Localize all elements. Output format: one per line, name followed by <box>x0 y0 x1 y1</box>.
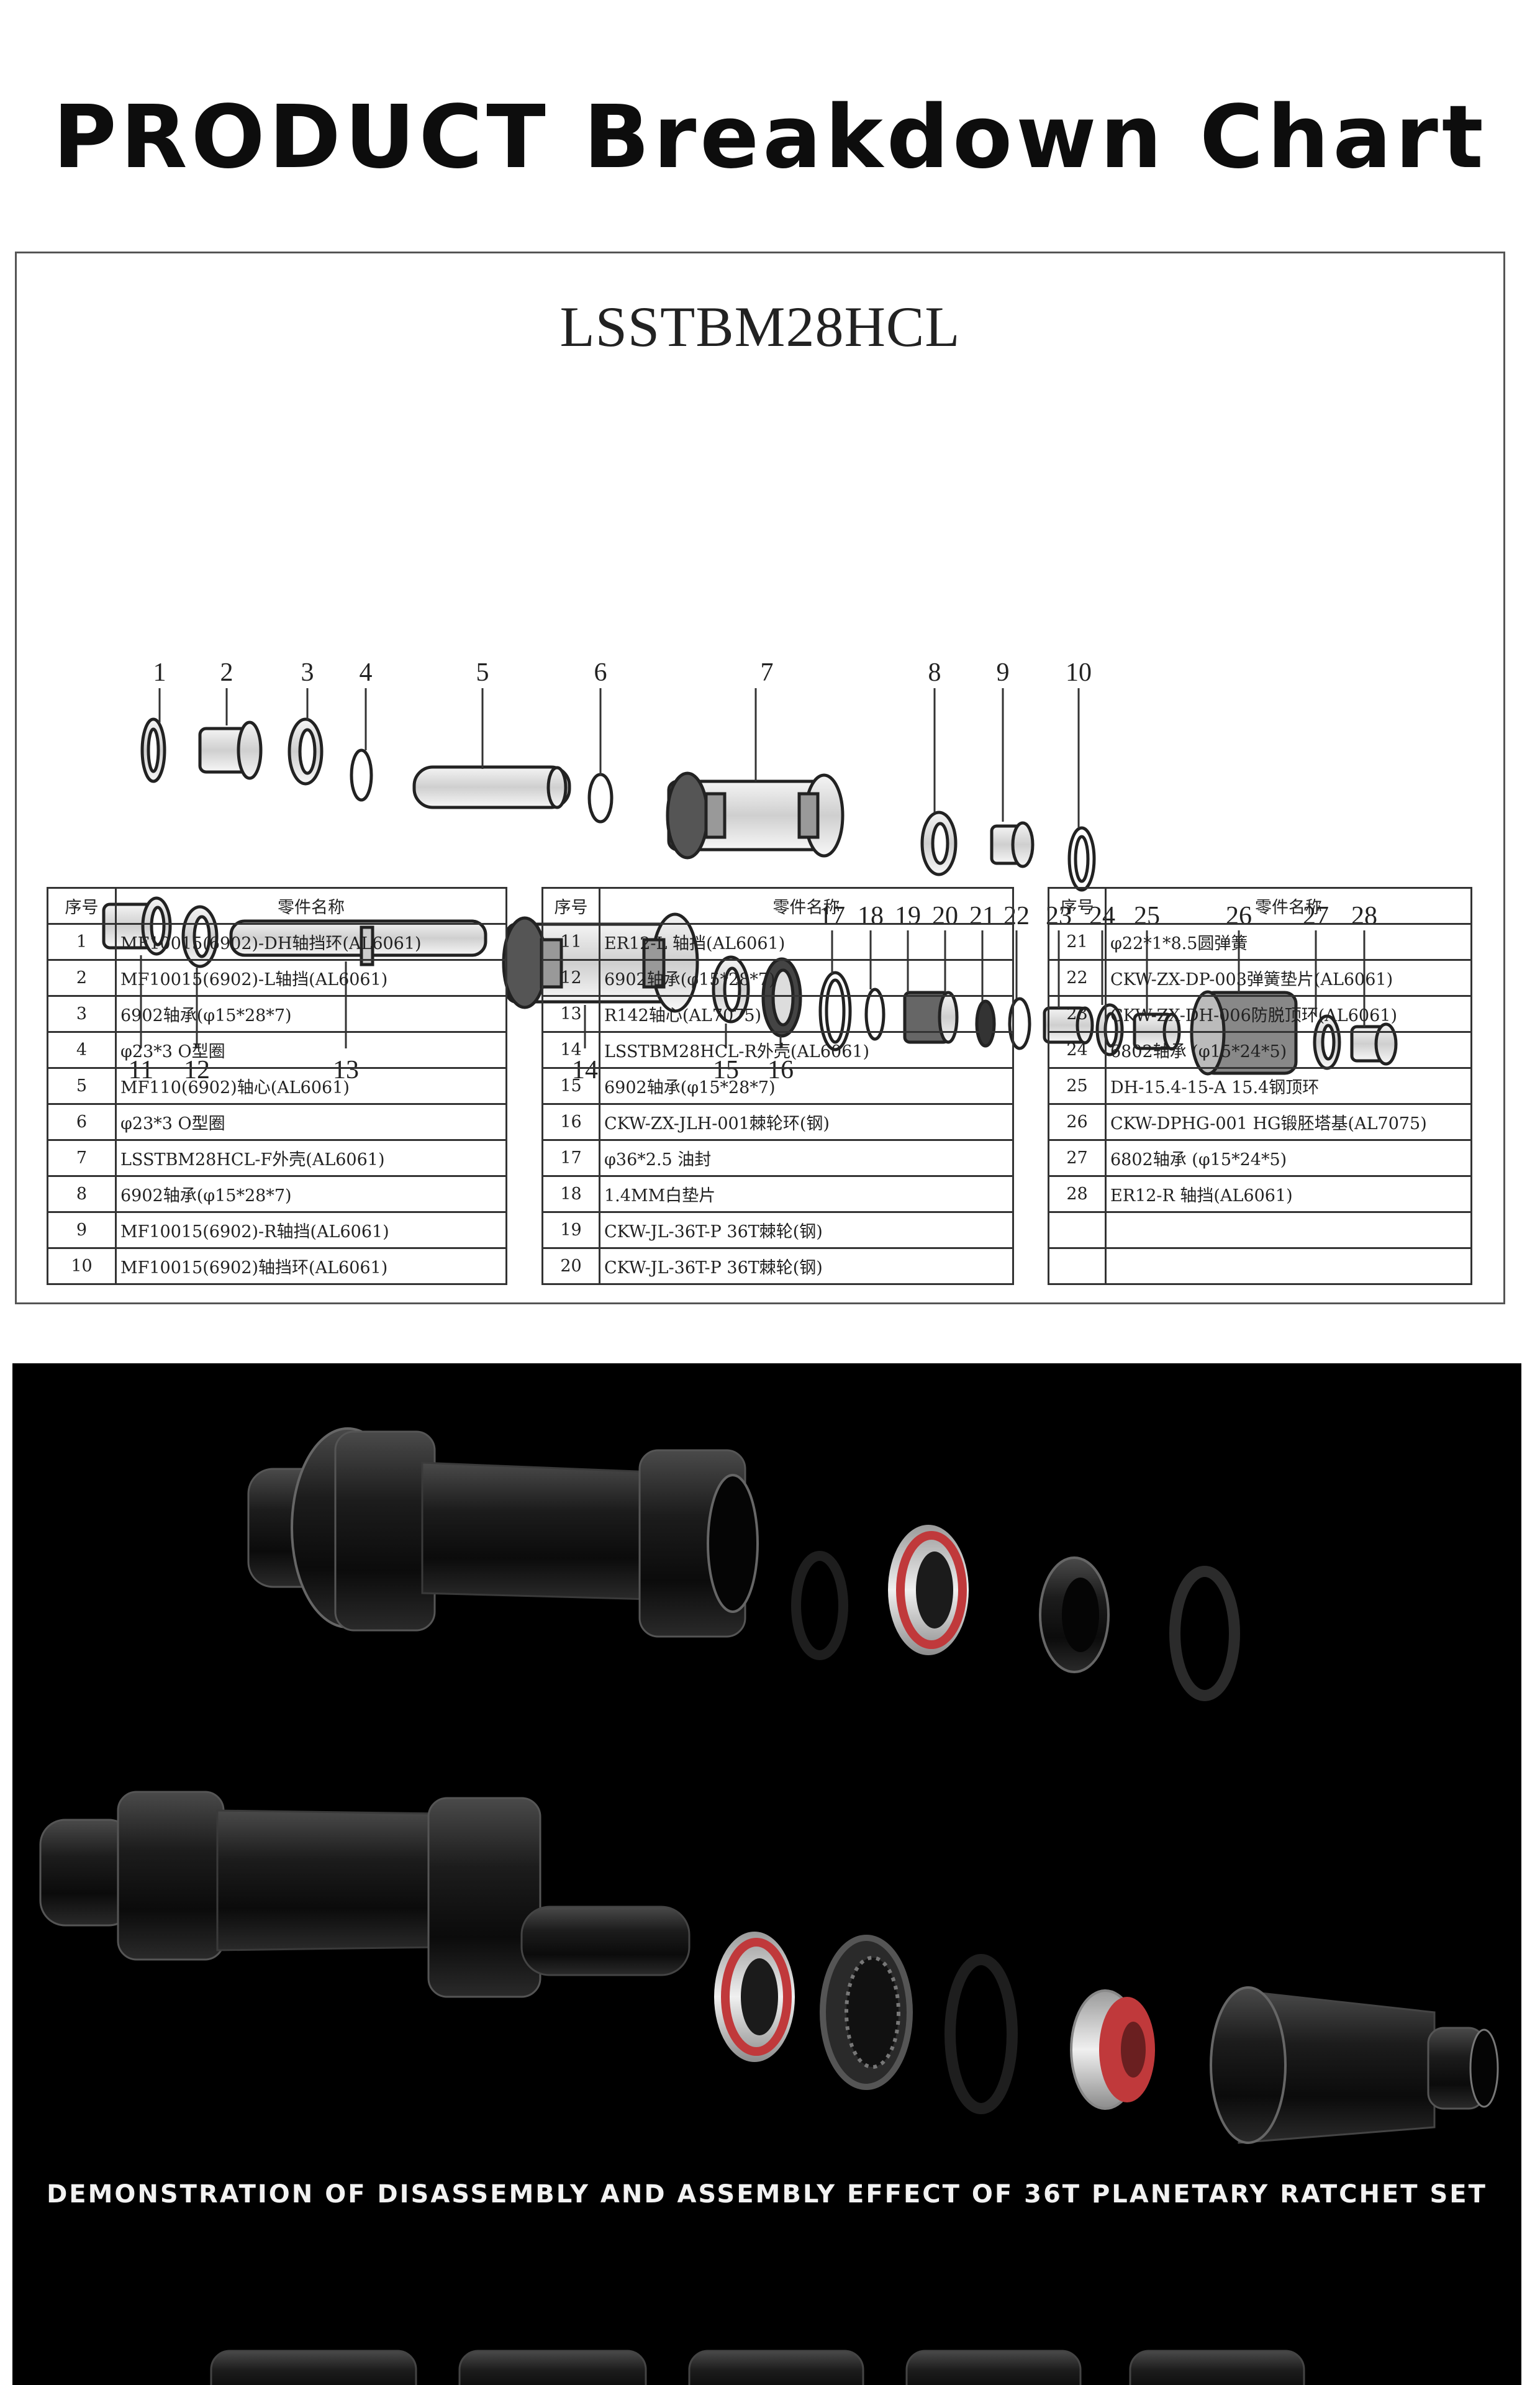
photo-caption: DEMONSTRATION OF DISASSEMBLY AND ASSEMBL… <box>47 2180 1487 2209</box>
callout-7: 7 <box>761 658 774 687</box>
rear-bearing-render <box>714 1932 795 2062</box>
table-header-name: 零件名称 <box>599 887 1014 925</box>
table-header-name: 零件名称 <box>1105 887 1472 925</box>
table-row-empty <box>1048 1211 1472 1249</box>
table-header-no: 序号 <box>1048 887 1107 925</box>
callout-5: 5 <box>476 658 489 687</box>
part-6-drawing <box>587 773 614 824</box>
callout-6: 6 <box>594 658 607 687</box>
callout-9: 9 <box>997 658 1010 687</box>
hub-render <box>39 1427 1499 2385</box>
table-header-no: 序号 <box>47 887 117 925</box>
assembly-photo: DEMONSTRATION OF DISASSEMBLY AND ASSEMBL… <box>12 1363 1521 2385</box>
rear-hub-render <box>39 1791 691 1998</box>
part-4-drawing <box>350 748 373 802</box>
callout-8: 8 <box>928 658 941 687</box>
bearing-render <box>888 1525 969 1655</box>
lock-ring <box>1169 1566 1240 1701</box>
callout-1: 1 <box>153 658 166 687</box>
ratchet-ring-render <box>820 1935 913 2090</box>
page-title: PRODUCT Breakdown Chart <box>53 87 1487 188</box>
seal-ring <box>944 1954 1018 2114</box>
callout-3: 3 <box>301 658 314 687</box>
front-hub-render <box>247 1427 759 1638</box>
freehub-body-render <box>1210 1986 1499 2144</box>
o-ring <box>791 1551 848 1660</box>
callout-4: 4 <box>360 658 373 687</box>
part-5-drawing <box>412 765 571 809</box>
model-name: LSSTBM28HCL <box>559 295 961 358</box>
next-render-row <box>210 2350 1305 2385</box>
table-header-name: 零件名称 <box>115 887 507 925</box>
ratchet-render <box>1070 1989 1155 2110</box>
table-row-empty <box>1048 1247 1472 1285</box>
callout-2: 2 <box>220 658 233 687</box>
table-header-no: 序号 <box>541 887 600 925</box>
callout-10: 10 <box>1066 658 1092 687</box>
axle-end-cap-render <box>1039 1556 1110 1673</box>
breakdown-chart: LSSTBM28HCL <box>15 252 1505 1304</box>
